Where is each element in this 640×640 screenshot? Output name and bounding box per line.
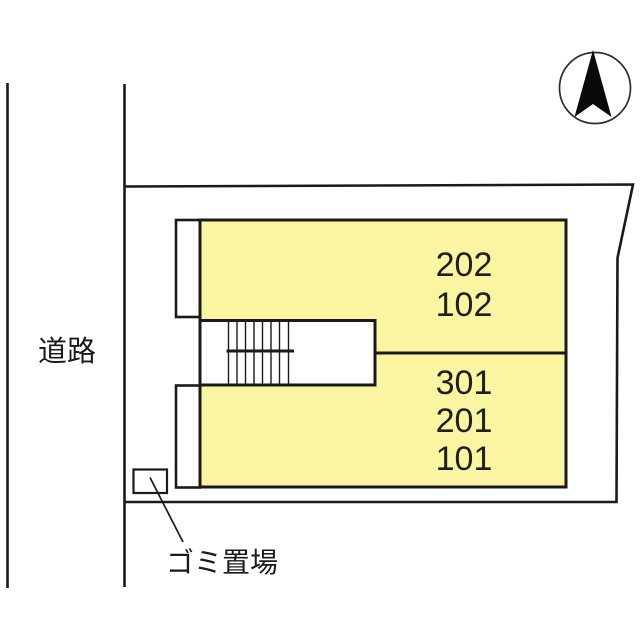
unit-label-202: 202 (435, 246, 493, 284)
porch-lower (174, 384, 202, 489)
unit-labels-upper: 202 102 (409, 245, 519, 325)
unit-labels-lower: 301 201 101 (409, 364, 519, 478)
unit-label-301: 301 (435, 364, 493, 402)
unit-label-102: 102 (435, 286, 493, 324)
unit-label-201: 201 (435, 402, 493, 440)
porch-upper (174, 218, 202, 319)
road-label: 道路 (38, 336, 97, 368)
garbage-leader-line (149, 477, 184, 543)
north-arrow-icon (558, 50, 632, 125)
property-boundary (124, 183, 635, 504)
garbage-label: ゴミ置場 (165, 547, 278, 578)
stair-treads (227, 322, 290, 384)
unit-label-101: 101 (435, 440, 493, 478)
stairwell-box (198, 319, 377, 387)
garbage-box (132, 468, 169, 495)
